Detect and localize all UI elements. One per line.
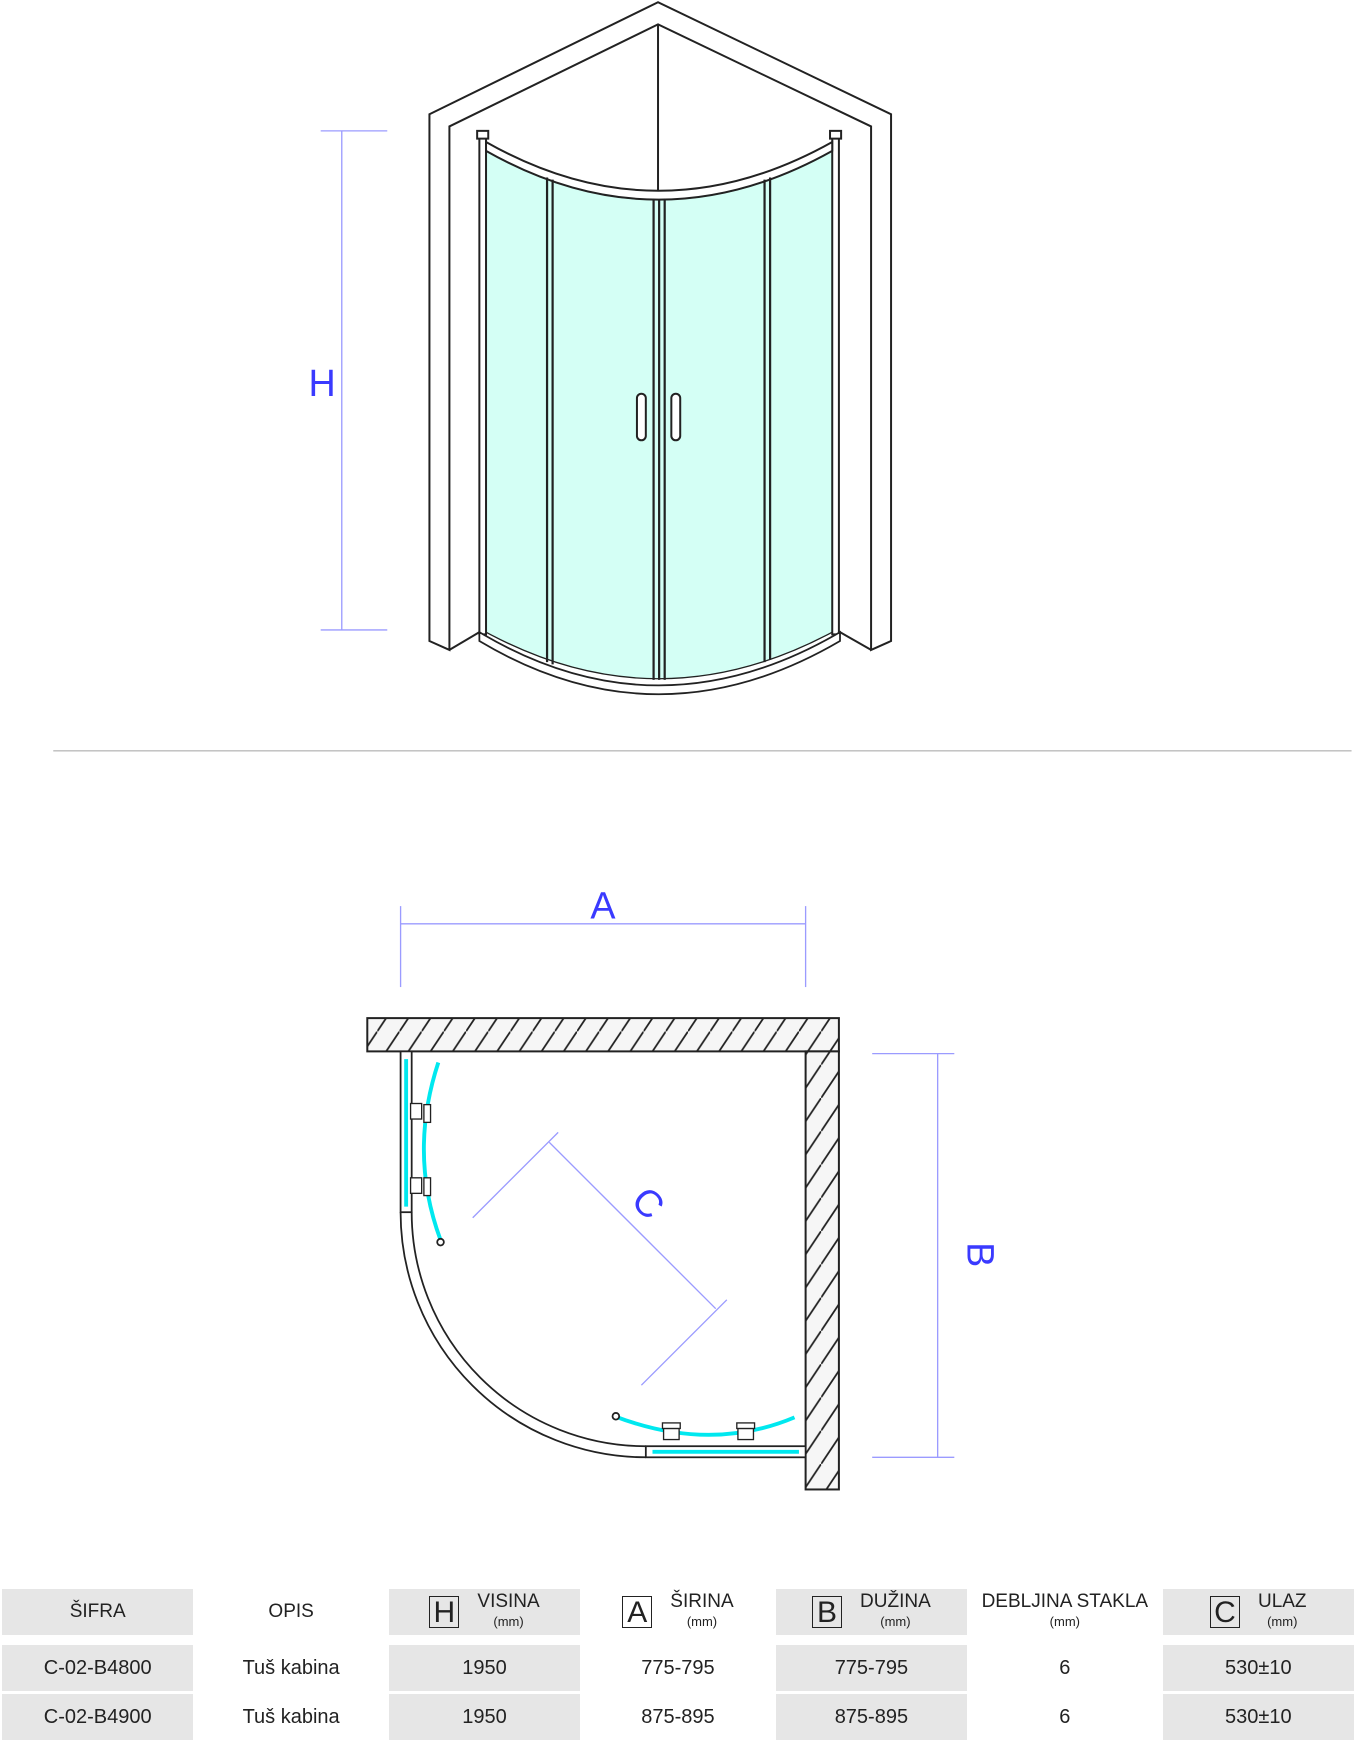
- header-code: ŠIFRA: [2, 1589, 194, 1635]
- header-entry: C ULAZ (mm): [1162, 1589, 1354, 1635]
- left-post: [478, 134, 488, 636]
- bottom-rail: [478, 630, 841, 696]
- cell-code: C-02-B4800: [2, 1645, 194, 1691]
- header-label: DUŽINA: [860, 1591, 931, 1612]
- header-width: A ŠIRINA (mm): [582, 1589, 774, 1635]
- header-label: ULAZ: [1257, 1591, 1307, 1612]
- panel-separators: [545, 177, 772, 680]
- cell-code: C-02-B4900: [2, 1694, 194, 1740]
- header-length: B DUŽINA (mm): [775, 1589, 968, 1635]
- tray-inner-curve: [410, 1212, 646, 1448]
- header-unit: (mm): [880, 1614, 911, 1629]
- header-label: ŠIFRA: [69, 1601, 126, 1622]
- cell-length: 875-895: [775, 1694, 968, 1740]
- specification-table: ŠIFRA OPIS H VISINA (mm) A ŠIRINA (mm) B DUŽI…: [0, 1586, 1356, 1743]
- top-rail: [485, 140, 834, 201]
- right-post: [831, 134, 840, 636]
- header-height: H VISINA (mm): [388, 1589, 581, 1635]
- badge-a: A: [622, 1596, 653, 1629]
- entry-dimension: [472, 1131, 728, 1386]
- width-dimension: [399, 906, 807, 988]
- header-label: OPIS: [268, 1601, 314, 1622]
- height-dimension: [320, 130, 388, 631]
- cell-entry: 530±10: [1162, 1694, 1354, 1740]
- rollers: [409, 1102, 756, 1441]
- width-label: A: [590, 884, 616, 926]
- height-label: H: [308, 362, 335, 404]
- header-description: OPIS: [195, 1589, 387, 1635]
- cell-entry: 530±10: [1162, 1645, 1354, 1691]
- entry-label: C: [624, 1179, 673, 1228]
- header-glass-thickness: DEBLJINA STAKLA (mm): [969, 1589, 1161, 1635]
- cell-glass-thickness: 6: [969, 1694, 1161, 1740]
- header-unit: (mm): [1267, 1614, 1298, 1629]
- table-row: C-02-B4900 Tuš kabina 1950 875-895 875-8…: [2, 1694, 1354, 1740]
- shower-plan: [399, 1050, 807, 1459]
- cell-width: 775-795: [582, 1645, 774, 1691]
- cell-description: Tuš kabina: [195, 1645, 387, 1691]
- table-header-row: ŠIFRA OPIS H VISINA (mm) A ŠIRINA (mm) B DUŽI…: [2, 1589, 1354, 1635]
- perspective-view: [428, 1, 893, 696]
- table-row: C-02-B4800 Tuš kabina 1950 775-795 775-7…: [2, 1645, 1354, 1691]
- cell-length: 775-795: [775, 1645, 968, 1691]
- sliding-door-bottom: [614, 1414, 796, 1437]
- length-dimension: [872, 1052, 955, 1458]
- cell-description: Tuš kabina: [195, 1694, 387, 1740]
- walls-plan: [366, 1017, 840, 1491]
- badge-b: B: [812, 1596, 843, 1629]
- wall-outline: [428, 1, 893, 652]
- cell-width: 875-895: [582, 1694, 774, 1740]
- badge-c: C: [1209, 1596, 1240, 1629]
- tray-outer-curve: [399, 1212, 646, 1459]
- length-label: B: [960, 1242, 1002, 1267]
- header-unit: (mm): [493, 1614, 524, 1629]
- door-handle-right: [670, 392, 682, 442]
- header-unit: (mm): [1049, 1614, 1080, 1629]
- cell-height: 1950: [388, 1694, 581, 1740]
- cell-height: 1950: [388, 1645, 581, 1691]
- cell-glass-thickness: 6: [969, 1645, 1161, 1691]
- header-label: VISINA: [477, 1591, 540, 1612]
- badge-h: H: [429, 1596, 460, 1629]
- sliding-door-left: [421, 1061, 443, 1241]
- header-label: DEBLJINA STAKLA: [981, 1591, 1149, 1612]
- header-label: ŠIRINA: [670, 1591, 734, 1612]
- door-handle-left: [635, 392, 647, 442]
- header-unit: (mm): [686, 1614, 718, 1629]
